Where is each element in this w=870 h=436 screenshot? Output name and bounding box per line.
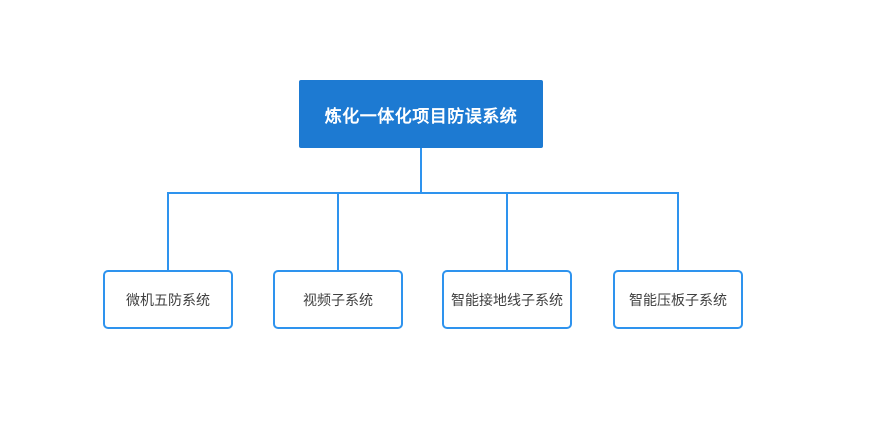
connector-drop-child-3 [506, 192, 508, 271]
root-node-label: 炼化一体化项目防误系统 [324, 106, 518, 126]
child-node-grounding[interactable]: 智能接地线子系统 [442, 270, 572, 329]
child-node-pressplate[interactable]: 智能压板子系统 [613, 270, 743, 329]
connector-drop-child-2 [337, 192, 339, 271]
child-node-label: 智能接地线子系统 [451, 291, 563, 308]
connector-horizontal-bus [167, 192, 679, 194]
child-node-wjwf[interactable]: 微机五防系统 [103, 270, 233, 329]
connector-drop-child-1 [167, 192, 169, 271]
root-node[interactable]: 炼化一体化项目防误系统 [299, 80, 543, 148]
connector-root-stem [420, 148, 422, 193]
child-node-label: 智能压板子系统 [629, 291, 727, 308]
child-node-video[interactable]: 视频子系统 [273, 270, 403, 329]
child-node-label: 视频子系统 [303, 291, 373, 308]
child-node-label: 微机五防系统 [126, 291, 210, 308]
connector-drop-child-4 [677, 192, 679, 271]
